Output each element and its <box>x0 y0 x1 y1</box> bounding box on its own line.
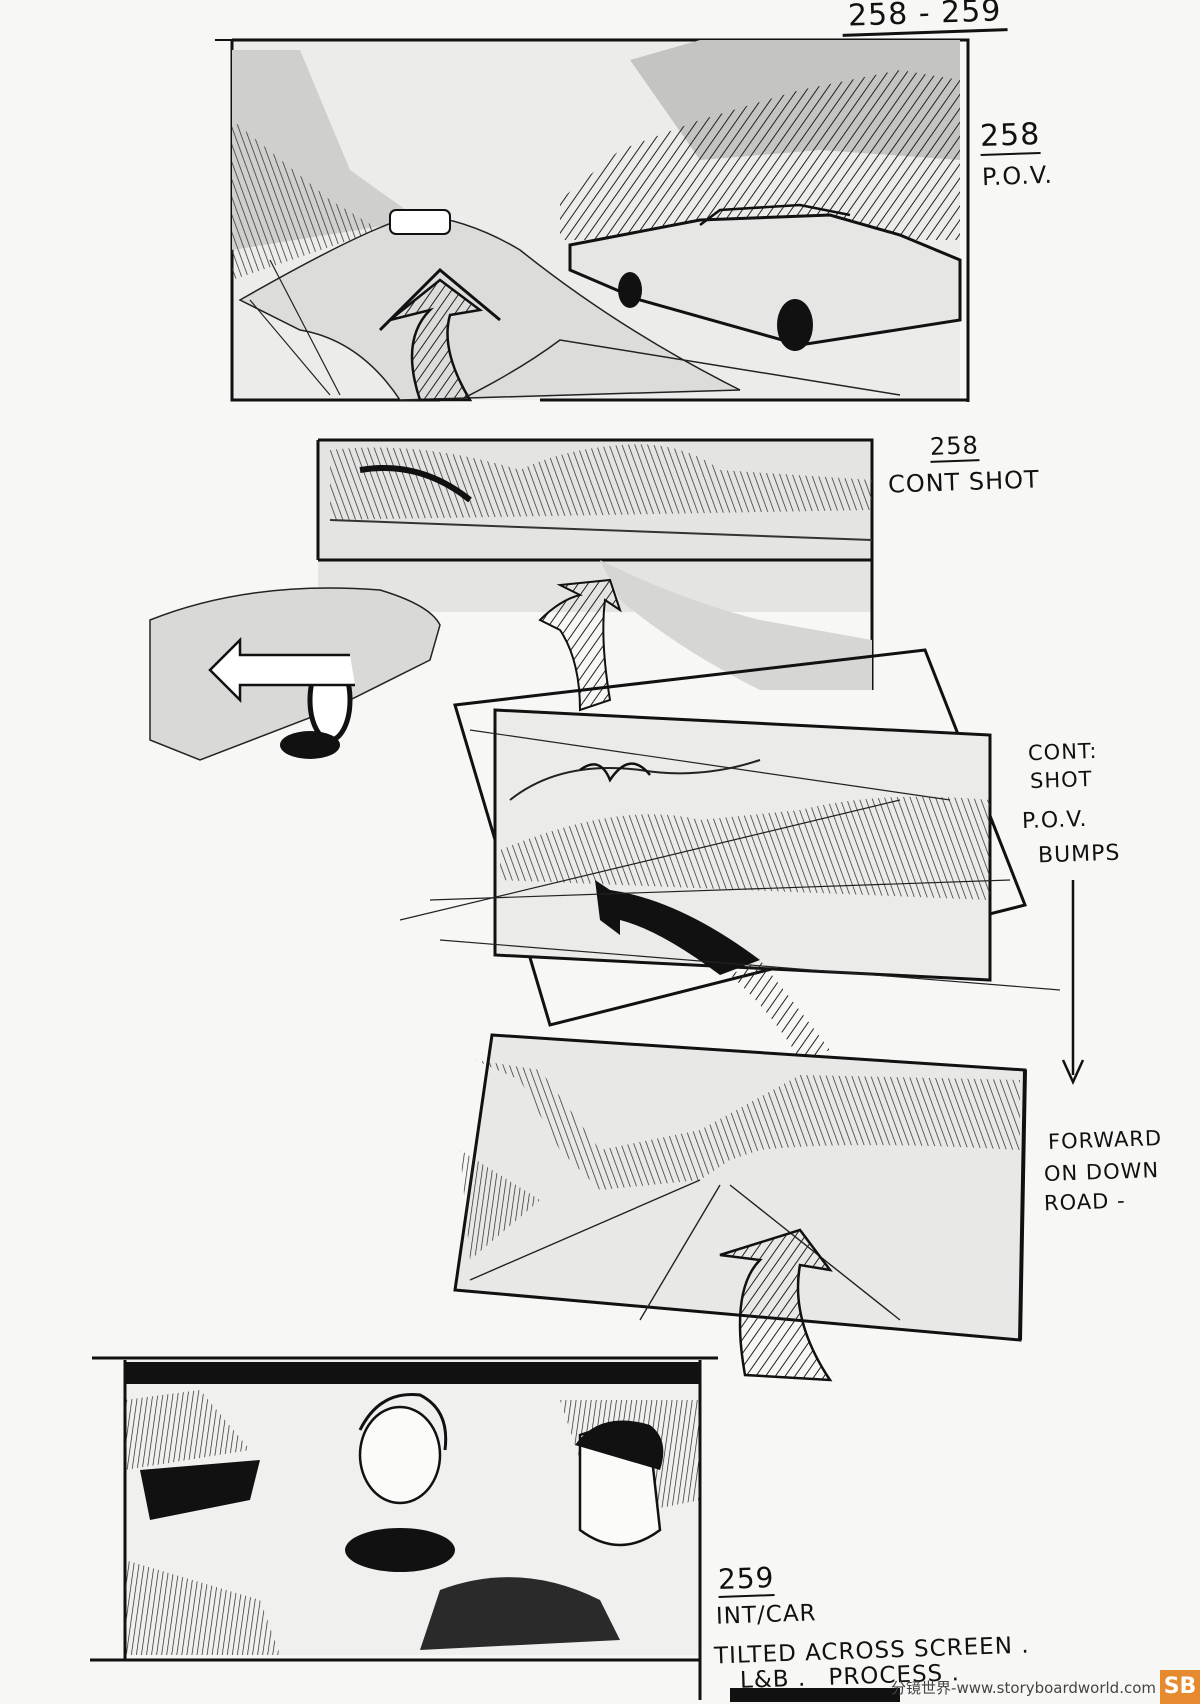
shot-note-bumps: BUMPS <box>1037 840 1121 869</box>
panel-258-pov <box>215 38 970 402</box>
shot-note-pov: P.O.V. <box>981 160 1054 192</box>
down-arrow <box>1061 880 1085 1086</box>
panel-259-int-car <box>90 1356 900 1702</box>
shot-note-pov-2: P.O.V. <box>1021 806 1088 835</box>
shot-note-on-down: ON DOWN <box>1043 1157 1160 1187</box>
shot-note-int-car: INT/CAR <box>715 1600 817 1630</box>
car-rear-sketch <box>149 587 441 761</box>
shot-note-road: ROAD - <box>1043 1188 1126 1216</box>
shot-note-forward: FORWARD <box>1047 1126 1163 1154</box>
panel-258-cont-shot <box>149 438 874 761</box>
car-sketch <box>568 203 962 351</box>
shot-note-shot: SHOT <box>1029 766 1093 794</box>
shot-note-lb-text: L&B . <box>739 1665 807 1694</box>
watermark-text: 分镜世界-www.storyboardworld.com <box>891 1679 1156 1697</box>
panel-pov-bumps <box>399 648 1061 1060</box>
shot-number-258-cont: 258 <box>929 431 980 463</box>
page-scene-numbers: 258 - 259 <box>841 0 1009 37</box>
sb-logo: SB <box>1160 1670 1200 1704</box>
shot-number-259: 259 <box>717 1561 776 1598</box>
shot-number-258: 258 <box>979 116 1041 157</box>
panel-forward-down-road <box>453 1033 1027 1382</box>
shot-note-cont-shot: CONT SHOT <box>887 465 1041 499</box>
shot-note-cont: CONT: <box>1027 738 1098 766</box>
